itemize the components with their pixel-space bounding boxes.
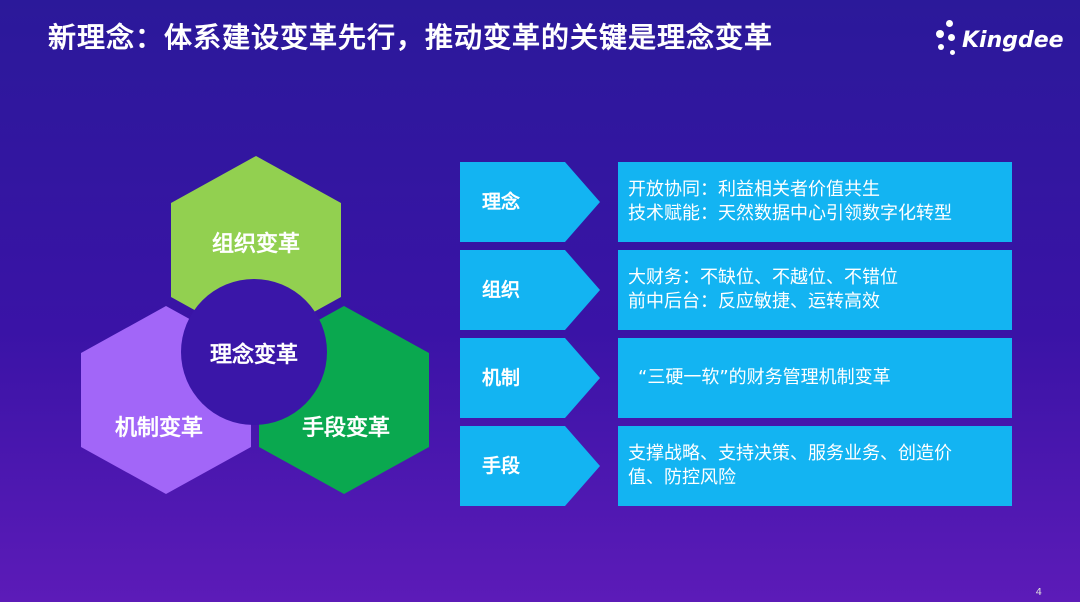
arrow-chevron bbox=[460, 162, 600, 242]
row-content: 开放协同：利益相关者价值共生 技术赋能：天然数据中心引领数字化转型 bbox=[618, 162, 1012, 242]
hexagon-top-label: 组织变革 bbox=[211, 232, 301, 257]
row-mechanism: 机制 “三硬一软”的财务管理机制变革 bbox=[460, 338, 1012, 418]
change-hexagon-diagram: 组织变革 机制变革 手段变革 理念变革 bbox=[70, 150, 440, 510]
row-line: “三硬一软”的财务管理机制变革 bbox=[638, 367, 891, 388]
row-line: 开放协同：利益相关者价值共生 bbox=[628, 179, 880, 200]
row-line: 大财务：不缺位、不越位、不错位 bbox=[628, 267, 898, 288]
page-number: 4 bbox=[1035, 587, 1042, 598]
arrow-chevron bbox=[460, 250, 600, 330]
row-line: 技术赋能：天然数据中心引领数字化转型 bbox=[628, 203, 952, 224]
row-means: 手段 支撑战略、支持决策、服务业务、创造价 值、防控风险 bbox=[460, 426, 1012, 506]
page-title: 新理念：体系建设变革先行，推动变革的关键是理念变革 bbox=[48, 21, 774, 54]
row-label: 手段 bbox=[482, 455, 521, 477]
row-line: 支撑战略、支持决策、服务业务、创造价 bbox=[628, 443, 952, 464]
center-circle bbox=[181, 279, 327, 425]
row-label: 组织 bbox=[482, 279, 521, 301]
kingdee-logo: Kingdee bbox=[932, 20, 1064, 60]
arrow-chevron bbox=[460, 338, 600, 418]
logo-dots-icon bbox=[932, 20, 960, 60]
row-label: 理念 bbox=[482, 191, 521, 213]
row-line: 前中后台：反应敏捷、运转高效 bbox=[628, 291, 880, 312]
hexagon-left-label: 机制变革 bbox=[114, 416, 204, 441]
row-content: 大财务：不缺位、不越位、不错位 前中后台：反应敏捷、运转高效 bbox=[618, 250, 1012, 330]
logo-text: Kingdee bbox=[962, 27, 1064, 53]
row-label: 机制 bbox=[482, 367, 521, 389]
arrow-chevron bbox=[460, 426, 600, 506]
row-organization: 组织 大财务：不缺位、不越位、不错位 前中后台：反应敏捷、运转高效 bbox=[460, 250, 1012, 330]
center-label: 理念变革 bbox=[209, 343, 299, 368]
row-content: 支撑战略、支持决策、服务业务、创造价 值、防控风险 bbox=[618, 426, 1012, 506]
row-line: 值、防控风险 bbox=[628, 467, 736, 488]
hexagon-right-label: 手段变革 bbox=[301, 416, 391, 441]
row-concept: 理念 开放协同：利益相关者价值共生 技术赋能：天然数据中心引领数字化转型 bbox=[460, 162, 1012, 242]
row-content: “三硬一软”的财务管理机制变革 bbox=[618, 338, 1012, 418]
